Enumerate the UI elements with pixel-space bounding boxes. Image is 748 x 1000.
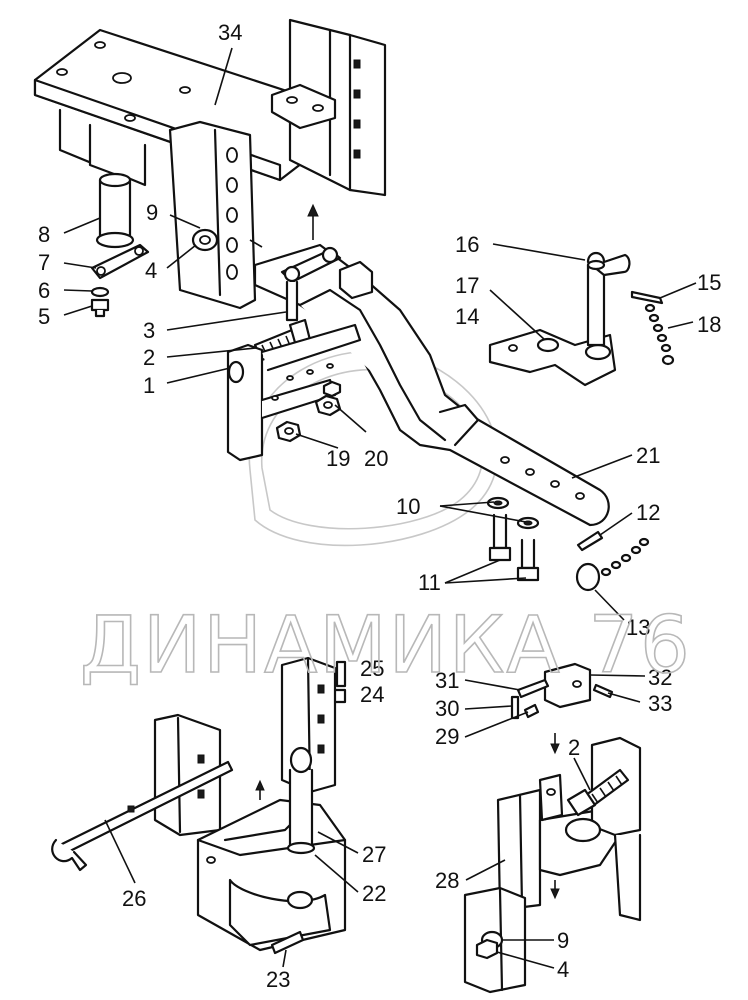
- callout-1: 1: [143, 373, 155, 398]
- callout-28: 28: [435, 868, 459, 893]
- part-32-block: [543, 662, 592, 709]
- callout-14: 14: [455, 304, 479, 329]
- callout-34: 34: [218, 20, 242, 45]
- callout-11: 11: [418, 570, 441, 595]
- part-18-chain: [644, 303, 675, 366]
- callout-3: 3: [143, 318, 155, 343]
- callout-25: 25: [360, 656, 384, 681]
- callout-labels: 34 9 8 7 6 5 4 3 2 1 16 17 14 15 18 19 2…: [38, 20, 721, 992]
- callout-17: 17: [455, 273, 479, 298]
- watermark-text: ДИНАМИКА 76: [80, 601, 692, 691]
- callout-2-upper: 2: [143, 345, 155, 370]
- callout-29: 29: [435, 724, 459, 749]
- part-1-lower-bracket: [226, 323, 362, 462]
- part-8-pin: [95, 172, 135, 249]
- callout-20: 20: [364, 446, 388, 471]
- part-13-ring: [575, 562, 601, 592]
- callout-16: 16: [455, 232, 479, 257]
- callout-31: 31: [435, 668, 459, 693]
- callout-26: 26: [122, 886, 146, 911]
- callout-6: 6: [38, 278, 50, 303]
- callout-18: 18: [697, 312, 721, 337]
- part-11-bolt-b: [516, 538, 540, 582]
- part-6-washer: [90, 286, 110, 298]
- callout-24: 24: [360, 682, 384, 707]
- callout-32: 32: [648, 665, 672, 690]
- part-5-bolt: [90, 298, 110, 318]
- callout-8: 8: [38, 222, 50, 247]
- part-11-bolt-a: [488, 513, 512, 562]
- callout-19: 19: [326, 446, 350, 471]
- part-10-washer-b: [516, 516, 540, 530]
- part-23-spring-clip: [270, 930, 305, 955]
- callout-2-lower: 2: [568, 735, 580, 760]
- part-12-cotter-pin: [576, 530, 604, 552]
- part-31-clevis-pin: [516, 678, 550, 699]
- callout-33: 33: [648, 691, 672, 716]
- part-26-rod: [51, 760, 234, 872]
- callout-23: 23: [266, 967, 290, 992]
- part-28-bracket: [496, 736, 642, 922]
- direction-arrow-upper: [307, 203, 319, 240]
- callout-12: 12: [636, 500, 660, 525]
- callout-10: 10: [396, 494, 420, 519]
- callout-4-lower: 4: [557, 957, 569, 982]
- part-21-drawbar: [253, 243, 610, 527]
- callout-27: 27: [362, 842, 386, 867]
- part-29-clip: [523, 703, 540, 719]
- callout-9-upper: 9: [146, 200, 158, 225]
- part-7-retainer-plate: [90, 243, 150, 280]
- callout-5: 5: [38, 304, 50, 329]
- part-19-nut: [275, 420, 302, 443]
- part-25-pin-small: [335, 660, 347, 688]
- leader-lines: [63, 47, 697, 969]
- part-34-front-upright: [168, 120, 257, 310]
- part-17-bushing: [536, 337, 560, 353]
- direction-arrow-lower-right-top: [550, 733, 560, 755]
- direction-arrow-lower-left: [255, 779, 265, 800]
- direction-arrow-lower-right-bottom: [550, 880, 560, 900]
- part-3-pin-plate: [280, 246, 342, 322]
- callout-15: 15: [697, 270, 721, 295]
- part-13-chain: [600, 537, 650, 577]
- callout-13: 13: [626, 615, 650, 640]
- callout-4-upper: 4: [145, 258, 157, 283]
- part-34-right-upright: [270, 18, 387, 197]
- callout-22: 22: [362, 881, 386, 906]
- part-33-cotter: [592, 683, 614, 699]
- part-16-pin: [586, 251, 631, 347]
- part-15-clip: [630, 290, 664, 305]
- part-20-small-nut: [322, 380, 342, 398]
- part-30-pin: [510, 695, 520, 720]
- callout-30: 30: [435, 696, 459, 721]
- callout-9-lower: 9: [557, 928, 569, 953]
- part-10-washer-a: [486, 496, 510, 510]
- callout-21: 21: [636, 443, 660, 468]
- part-9-washer-upper: [191, 228, 219, 252]
- part-27-hook-pin: [286, 746, 316, 855]
- callout-7: 7: [38, 250, 50, 275]
- part-2-bolt-lower: [566, 768, 630, 817]
- part-4-nut-lower: [475, 938, 499, 960]
